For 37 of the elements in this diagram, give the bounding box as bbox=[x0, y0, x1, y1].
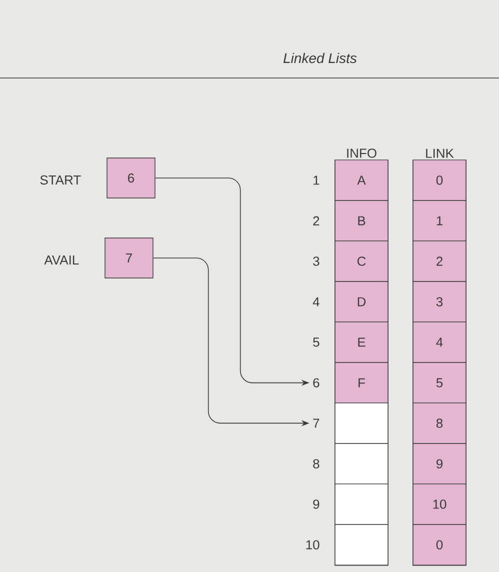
row-number: 5 bbox=[313, 338, 320, 347]
table-cell bbox=[334, 484, 388, 525]
table-cell: 2 bbox=[412, 240, 466, 282]
variable-name: START bbox=[40, 175, 81, 185]
table-cell: B bbox=[334, 200, 388, 242]
table-cell: 3 bbox=[412, 281, 466, 322]
table-cell: 0 bbox=[412, 160, 466, 201]
table-cell: 9 bbox=[412, 443, 466, 484]
table-cell: F bbox=[334, 362, 388, 404]
row-number: 10 bbox=[306, 540, 320, 550]
row-number: 6 bbox=[313, 378, 320, 388]
table-cell: C bbox=[334, 240, 388, 282]
pointer-box: 6 bbox=[106, 158, 156, 198]
page-header: Linked Lists bbox=[283, 52, 357, 64]
node-label: LINK bbox=[426, 148, 454, 158]
row-number: 3 bbox=[313, 256, 320, 266]
table-cell: 1 bbox=[412, 200, 466, 242]
table-cell: D bbox=[334, 281, 388, 322]
row-number: 8 bbox=[313, 459, 320, 468]
row-number: 4 bbox=[312, 297, 320, 306]
table-cell: E bbox=[334, 322, 388, 363]
variable-name: AVAIL bbox=[44, 256, 79, 264]
table-cell: 5 bbox=[412, 362, 466, 404]
table-cell: 4 bbox=[412, 322, 466, 363]
table-cell: 0 bbox=[412, 524, 466, 566]
node-label: INFO bbox=[347, 148, 376, 158]
table-cell: A bbox=[334, 160, 388, 201]
row-number: 9 bbox=[313, 500, 320, 509]
row-number: 1 bbox=[314, 176, 320, 185]
row-number: 7 bbox=[313, 418, 320, 428]
table-cell: 8 bbox=[412, 402, 466, 444]
table-cell bbox=[334, 524, 388, 566]
table-cell bbox=[334, 402, 388, 444]
table-cell bbox=[334, 443, 388, 484]
pointer-box: 7 bbox=[104, 238, 154, 278]
table-cell: 10 bbox=[412, 484, 466, 525]
row-number: 2 bbox=[313, 216, 320, 226]
